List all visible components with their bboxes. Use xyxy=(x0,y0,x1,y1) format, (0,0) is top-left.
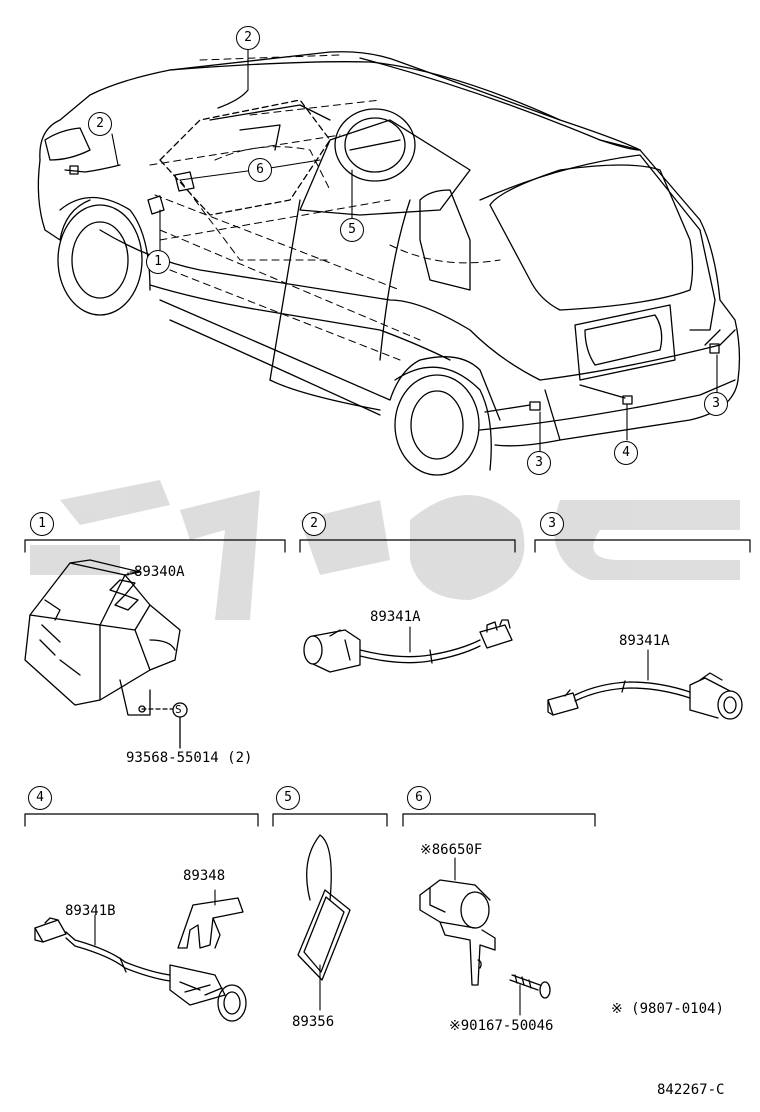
part-ecu-drawing xyxy=(24,559,181,749)
callout-6-car: 6 xyxy=(248,158,272,182)
section-6-number: 6 xyxy=(407,786,431,810)
part-tag-89356-drawing xyxy=(297,834,351,981)
section-5-number: 5 xyxy=(276,786,300,810)
part-number-89348: 89348 xyxy=(183,868,226,884)
part-number-89341b: 89341B xyxy=(65,903,116,919)
part-s-screw-marker xyxy=(172,702,188,718)
part-number-89356: 89356 xyxy=(292,1014,335,1030)
part-bracket-89348-drawing xyxy=(177,897,244,949)
part-bolt-drawing xyxy=(509,974,551,999)
callout-2-front-door: 2 xyxy=(88,112,112,136)
callout-4-car: 4 xyxy=(614,441,638,465)
section-3-number: 3 xyxy=(540,512,564,536)
car-leader-lines xyxy=(111,49,718,453)
section-2-number: 2 xyxy=(302,512,326,536)
part-sensor-harness-a-drawing xyxy=(303,619,513,673)
callout-1-car: 1 xyxy=(146,250,170,274)
part-relay-86650f-drawing xyxy=(419,879,496,986)
part-number-89341a-section3: 89341A xyxy=(619,633,670,649)
part-leader-lines xyxy=(94,571,649,1016)
section-brackets xyxy=(24,539,751,827)
screw-mark-s: S xyxy=(175,703,182,716)
callout-3-rear-right: 3 xyxy=(704,392,728,416)
footnote-date-range: ※ (9807-0104) xyxy=(611,1001,724,1017)
vehicle-outline xyxy=(37,51,741,476)
section-1-number: 1 xyxy=(30,512,54,536)
callout-3-rear-left: 3 xyxy=(527,451,551,475)
callout-2-top: 2 xyxy=(236,26,260,50)
part-number-89341a-section2: 89341A xyxy=(370,609,421,625)
diagram-code: 842267-C xyxy=(657,1082,725,1098)
part-sensor-89341b-drawing xyxy=(34,917,247,1022)
part-sensor-harness-b-drawing xyxy=(547,672,743,720)
callout-5-car: 5 xyxy=(340,218,364,242)
part-number-93568-55014: 93568-55014 (2) xyxy=(126,750,253,766)
part-number-86650f: ※86650F xyxy=(420,842,483,858)
section-4-number: 4 xyxy=(28,786,52,810)
part-number-89340a: 89340A xyxy=(134,564,185,580)
part-number-90167-50046: ※90167-50046 xyxy=(449,1018,554,1034)
